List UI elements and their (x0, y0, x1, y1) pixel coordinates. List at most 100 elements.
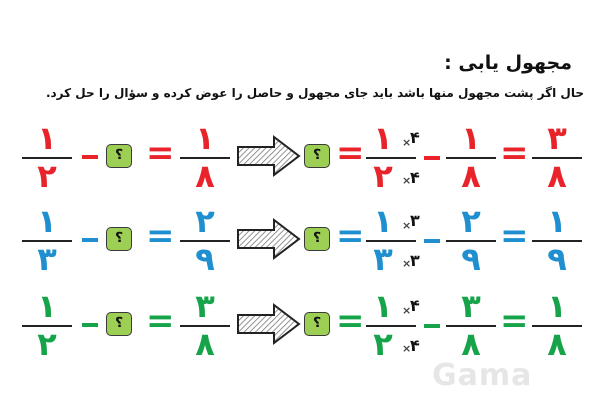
denominator: ۸ (195, 157, 215, 195)
equals-sign: = (500, 133, 529, 173)
right-arrow-icon (237, 302, 301, 346)
unknown-box[interactable]: ؟ (106, 312, 132, 336)
numerator: ۲ (461, 202, 481, 240)
unknown-box[interactable]: ؟ (304, 312, 330, 336)
fraction-bar (180, 240, 230, 242)
minus-sign (424, 156, 440, 160)
fraction-bar (366, 325, 416, 327)
denominator: ۲ (37, 157, 57, 195)
minus-sign (424, 239, 440, 243)
fraction-bar (532, 325, 582, 327)
denominator: ۸ (195, 325, 215, 363)
fraction-bar (180, 325, 230, 327)
fraction-bar (22, 157, 72, 159)
times-sign: × (402, 304, 412, 317)
fraction-bar (366, 157, 416, 159)
page-title: : مجهول یابی (444, 52, 572, 74)
unknown-box[interactable]: ؟ (106, 227, 132, 251)
minus-sign (82, 323, 98, 327)
numerator: ۱ (373, 202, 393, 240)
minus-sign (424, 324, 440, 328)
fraction-bar (22, 325, 72, 327)
equals-sign: = (146, 133, 175, 173)
denominator: ۸ (547, 157, 567, 195)
denominator: ۲ (373, 325, 393, 363)
denominator: ۹ (461, 240, 481, 278)
equals-sign: = (336, 133, 365, 173)
fraction-bar (532, 157, 582, 159)
numerator: ۱ (373, 287, 393, 325)
factor-numerator: ۳ (410, 211, 420, 230)
numerator: ۳ (461, 287, 481, 325)
minus-sign (82, 238, 98, 242)
factor-denominator: ۳ (410, 251, 420, 270)
equals-sign: = (500, 301, 529, 341)
times-sign: × (402, 342, 412, 355)
equals-sign: = (146, 216, 175, 256)
denominator: ۹ (547, 240, 567, 278)
denominator: ۸ (461, 325, 481, 363)
denominator: ۸ (547, 325, 567, 363)
numerator: ۱ (547, 202, 567, 240)
right-arrow-icon (237, 217, 301, 261)
unknown-box[interactable]: ؟ (106, 144, 132, 168)
minus-sign (82, 155, 98, 159)
unknown-box[interactable]: ؟ (304, 227, 330, 251)
instruction-text: .حال اگر پشت مجهول منها باشد باید جای مج… (45, 86, 584, 100)
times-sign: × (402, 257, 412, 270)
numerator: ۱ (37, 287, 57, 325)
denominator: ۳ (37, 240, 57, 278)
times-sign: × (402, 219, 412, 232)
fraction-bar (22, 240, 72, 242)
denominator: ۳ (373, 240, 393, 278)
denominator: ۲ (373, 157, 393, 195)
factor-denominator: ۴ (410, 168, 420, 187)
numerator: ۱ (195, 119, 215, 157)
equals-sign: = (336, 301, 365, 341)
numerator: ۱ (37, 119, 57, 157)
factor-numerator: ۴ (410, 128, 420, 147)
watermark-logo: Gama (432, 358, 533, 393)
numerator: ۲ (195, 202, 215, 240)
fraction-bar (446, 325, 496, 327)
denominator: ۸ (461, 157, 481, 195)
numerator: ۳ (547, 119, 567, 157)
numerator: ۱ (461, 119, 481, 157)
numerator: ۱ (373, 119, 393, 157)
times-sign: × (402, 136, 412, 149)
equals-sign: = (500, 216, 529, 256)
fraction-bar (446, 157, 496, 159)
factor-numerator: ۴ (410, 296, 420, 315)
fraction-bar (366, 240, 416, 242)
equals-sign: = (336, 216, 365, 256)
right-arrow-icon (237, 134, 301, 178)
numerator: ۱ (37, 202, 57, 240)
denominator: ۲ (37, 325, 57, 363)
times-sign: × (402, 174, 412, 187)
factor-denominator: ۴ (410, 336, 420, 355)
numerator: ۳ (195, 287, 215, 325)
fraction-bar (532, 240, 582, 242)
fraction-bar (180, 157, 230, 159)
numerator: ۱ (547, 287, 567, 325)
unknown-box[interactable]: ؟ (304, 144, 330, 168)
fraction-bar (446, 240, 496, 242)
